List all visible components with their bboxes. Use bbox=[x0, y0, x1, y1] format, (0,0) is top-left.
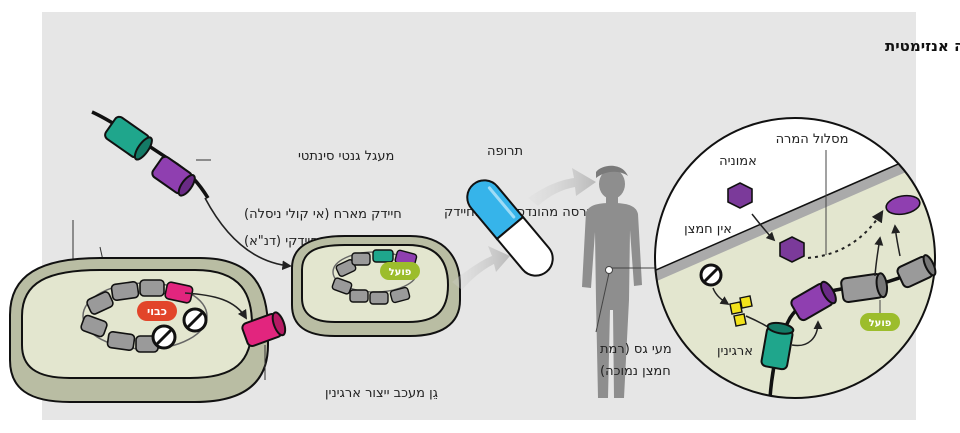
synthetic-gene-circuit bbox=[91, 110, 210, 199]
arrow-circuit-to-engineered bbox=[204, 197, 292, 271]
label-conversion-pathway: מסלול המרה bbox=[776, 132, 849, 147]
label-synthetic-circuit: מעגל גנטי סינתטי bbox=[298, 149, 394, 164]
label-arginine-gene: גֵן מעכב ייצור ארגינין bbox=[325, 386, 438, 401]
diagram-title: ייצור חיידקים שיתמודדו עם הפרעה אנזימטית bbox=[885, 37, 960, 55]
arrow-to-arginine bbox=[712, 287, 730, 305]
arrow-up-left bbox=[874, 236, 884, 277]
arrow-ammonia-move bbox=[751, 213, 776, 242]
ammonia-molecule bbox=[727, 182, 753, 209]
arrow-up-right bbox=[891, 224, 901, 257]
flow-arrow-to-human bbox=[528, 168, 596, 206]
teal-gene-circle bbox=[760, 321, 795, 371]
arrow-gene-activation bbox=[791, 320, 823, 347]
arrow-conversion bbox=[807, 209, 884, 259]
label-drug: תרופה bbox=[487, 144, 523, 159]
label-no-oxygen: אין חמצן bbox=[684, 222, 732, 237]
off-badge: כבוי bbox=[137, 301, 177, 321]
label-off: כבוי bbox=[147, 305, 167, 318]
arginine-molecules bbox=[729, 295, 753, 327]
label-gut-line1: מעי גס (רמת bbox=[600, 342, 672, 357]
human-silhouette bbox=[582, 165, 642, 398]
gut-marker bbox=[605, 266, 613, 274]
gray-gene-circle bbox=[840, 272, 889, 304]
label-host-bacterium: חיידק מארח (אי קולי ניסלה) bbox=[244, 207, 402, 222]
ammonia-molecule bbox=[779, 236, 805, 263]
bacterial-chromosome bbox=[80, 279, 208, 353]
flow-arrow-to-drug bbox=[452, 246, 510, 290]
blocked-icon bbox=[151, 324, 177, 350]
converted-product bbox=[885, 194, 921, 216]
label-ammonia: אמוניה bbox=[719, 154, 757, 169]
gray-gene-circle-2 bbox=[896, 254, 937, 289]
label-active-right: פועל bbox=[869, 318, 892, 329]
purple-gene-circle bbox=[790, 280, 837, 322]
no-oxygen-blocked-icon bbox=[699, 263, 723, 287]
arrow-to-arginine-gene bbox=[184, 292, 248, 320]
arginine-inhibitor-gene bbox=[241, 311, 287, 348]
blocked-icon bbox=[182, 307, 208, 333]
active-badge-engineered: פועל bbox=[380, 262, 420, 280]
leader-gut-label bbox=[595, 272, 610, 333]
label-arginine: ארגינין bbox=[717, 344, 753, 359]
drug-capsule bbox=[466, 179, 554, 277]
active-badge-circle: פועל bbox=[860, 313, 900, 331]
label-gut-line2: חמצן נמוכה) bbox=[600, 364, 671, 379]
host-bacterium-cell bbox=[9, 257, 269, 403]
label-active: פועל bbox=[389, 267, 412, 278]
